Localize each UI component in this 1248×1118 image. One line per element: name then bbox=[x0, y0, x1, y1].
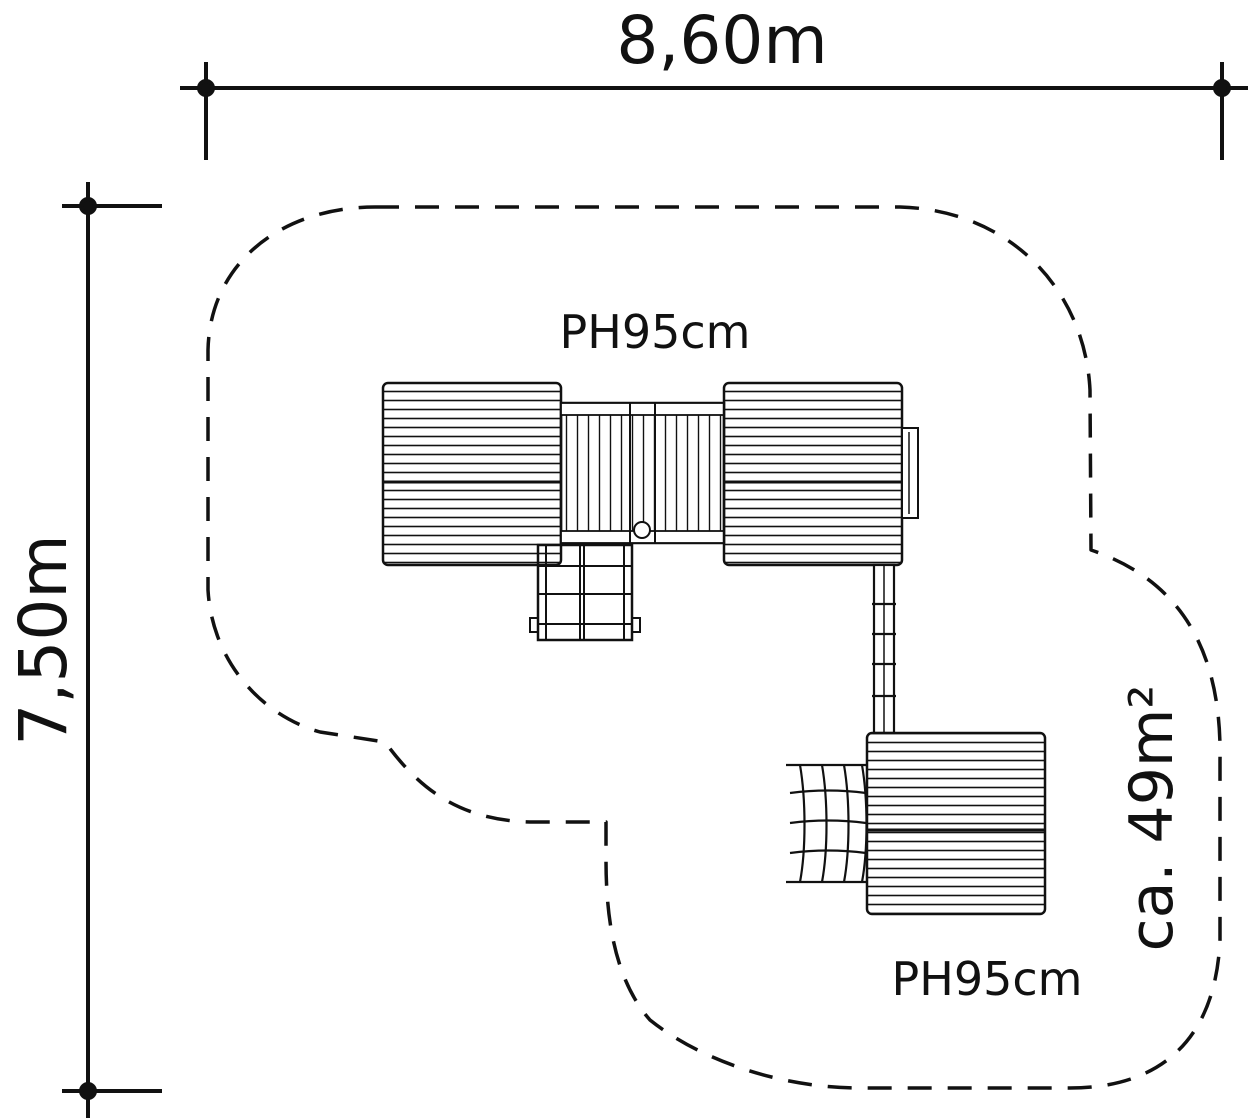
walkway-vertical bbox=[872, 563, 896, 735]
width-dimension-line bbox=[180, 62, 1248, 160]
deck-bottom bbox=[865, 731, 1047, 916]
climbing-net bbox=[786, 763, 868, 884]
width-label: 8,60m bbox=[616, 2, 827, 79]
ladder-left bbox=[529, 543, 641, 642]
deck-top-right bbox=[722, 381, 919, 567]
deck-top-left bbox=[381, 381, 563, 567]
safety-zone-outline bbox=[206, 205, 1222, 1090]
platform-height-label-top: PH95cm bbox=[560, 305, 751, 359]
height-dimension-line bbox=[62, 182, 162, 1118]
height-label: 7,50m bbox=[5, 534, 82, 745]
bridge bbox=[559, 401, 726, 545]
area-label: ca. 49m² bbox=[1117, 685, 1187, 952]
platform-height-label-bottom: PH95cm bbox=[892, 952, 1083, 1006]
